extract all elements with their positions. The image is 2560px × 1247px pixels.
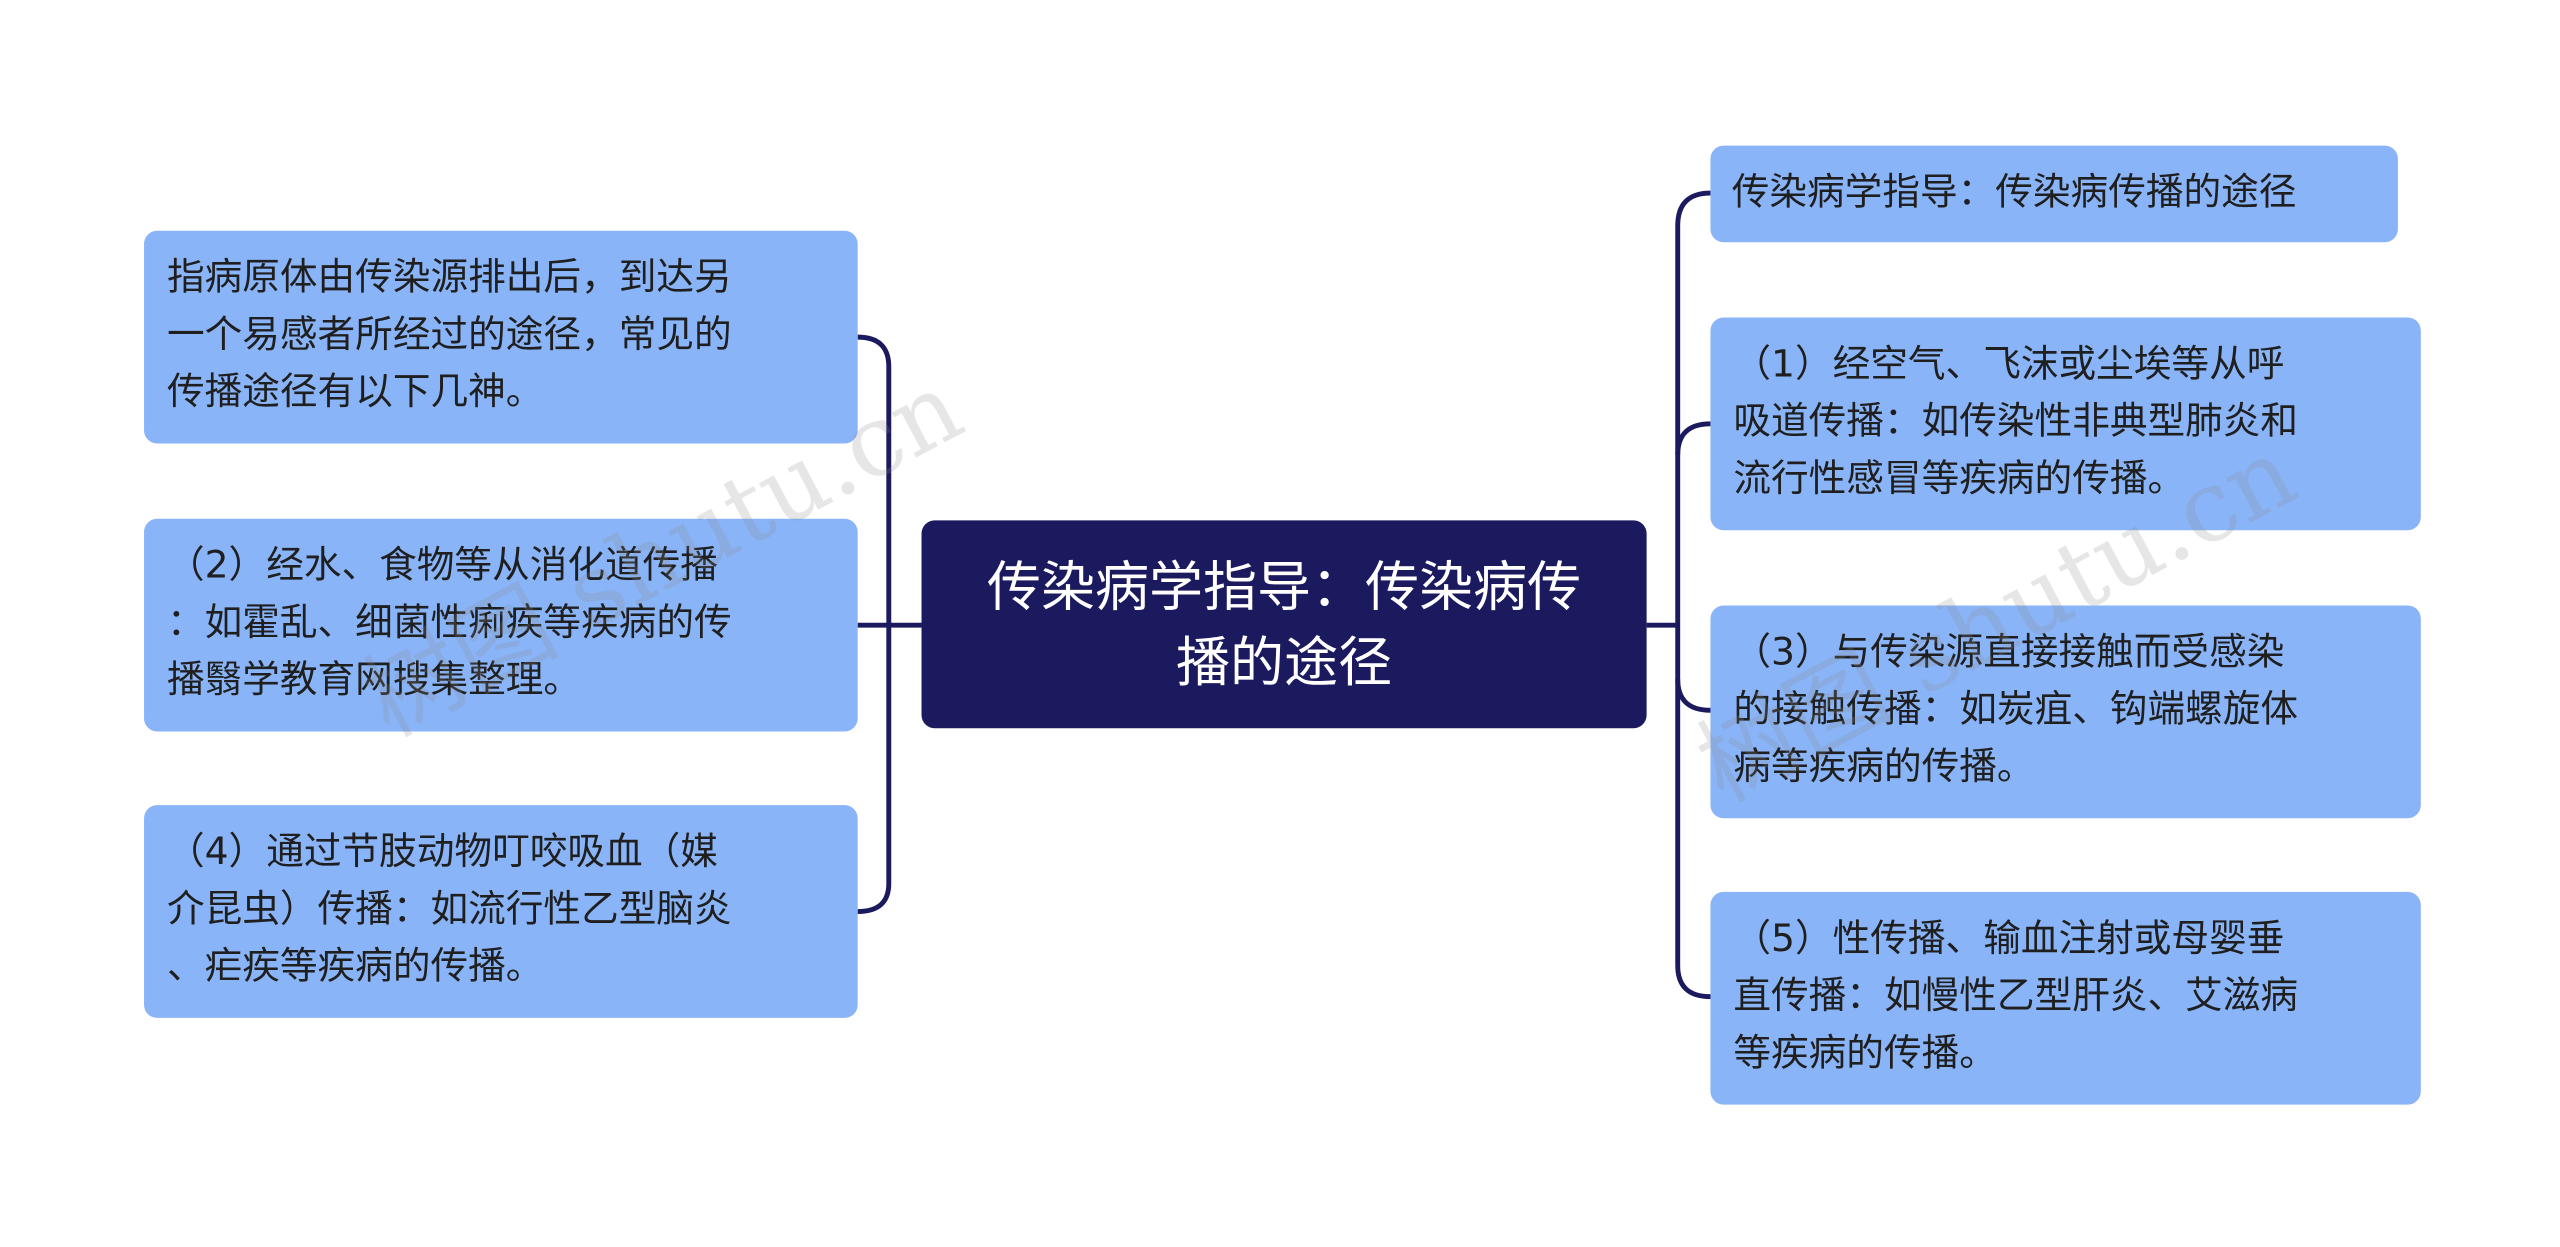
branch-right-1-label: 传染病学指导：传染病传播的途径 bbox=[1731, 171, 2297, 215]
branch-left-3[interactable]: （4）通过节肢动物叮咬吸血（媒 介昆虫）传播：如流行性乙型脑炎 、疟疾等疾病的传… bbox=[144, 805, 858, 1018]
branch-left-2-label: （2）经水、食物等从消化道传播 ：如霍乱、细菌性痢疾等疾病的传 播翳学教育网搜集… bbox=[166, 544, 732, 703]
branch-right-4-label: （5）性传播、输血注射或母婴垂 直传播：如慢性乙型肝炎、艾滋病 等疾病的传播。 bbox=[1733, 918, 2299, 1076]
center-topic[interactable]: 传染病学指导：传染病传 播的途径 bbox=[921, 520, 1647, 729]
branch-left-3-label: （4）通过节肢动物叮咬吸血（媒 介昆虫）传播：如流行性乙型脑炎 、疟疾等疾病的传… bbox=[166, 831, 732, 989]
branch-left-2[interactable]: （2）经水、食物等从消化道传播 ：如霍乱、细菌性痢疾等疾病的传 播翳学教育网搜集… bbox=[144, 518, 858, 732]
branch-left-1-label: 指病原体由传染源排出后，到达另 一个易感者所经过的途径，常见的 传播途径有以下几… bbox=[166, 256, 732, 415]
center-topic-label: 传染病学指导：传染病传 播的途径 bbox=[986, 553, 1582, 694]
branch-right-1[interactable]: 传染病学指导：传染病传播的途径 bbox=[1710, 145, 2398, 243]
branch-right-3-label: （3）与传染源直接接触而受感染 的接触传播：如炭疽、钩端螺旋体 病等疾病的传播。 bbox=[1733, 631, 2299, 789]
connector-right-spine bbox=[1675, 190, 1711, 1000]
branch-right-3[interactable]: （3）与传染源直接接触而受感染 的接触传播：如炭疽、钩端螺旋体 病等疾病的传播。 bbox=[1710, 605, 2421, 819]
branch-left-1[interactable]: 指病原体由传染源排出后，到达另 一个易感者所经过的途径，常见的 传播途径有以下几… bbox=[144, 230, 858, 444]
connector-right-2 bbox=[1675, 421, 1711, 456]
branch-right-4[interactable]: （5）性传播、输血注射或母婴垂 直传播：如慢性乙型肝炎、艾滋病 等疾病的传播。 bbox=[1710, 891, 2421, 1105]
branch-right-2[interactable]: （1）经空气、飞沫或尘埃等从呼 吸道传播：如传染性非典型肺炎和 流行性感冒等疾病… bbox=[1710, 317, 2421, 531]
connector-right-3 bbox=[1675, 679, 1711, 713]
branch-right-2-label: （1）经空气、飞沫或尘埃等从呼 吸道传播：如传染性非典型肺炎和 流行性感冒等疾病… bbox=[1733, 343, 2299, 501]
